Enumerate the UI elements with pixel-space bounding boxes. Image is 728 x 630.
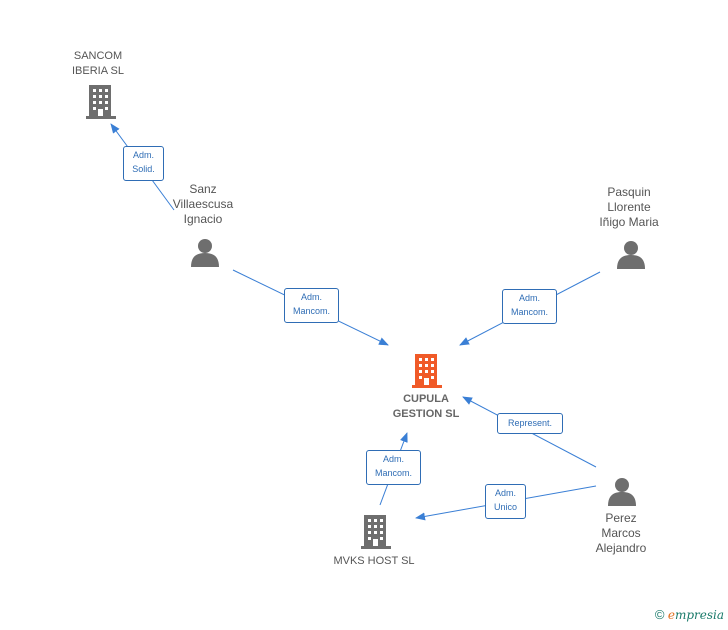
node-label-pasquin[interactable]: Pasquin Llorente Iñigo Maria xyxy=(599,185,659,229)
node-label-sanz[interactable]: Sanz Villaescusa Ignacio xyxy=(172,182,234,226)
copyright-icon: © xyxy=(654,607,665,622)
edge-label-perez-cupula: Represent. xyxy=(497,413,563,434)
node-label-mvks[interactable]: MVKS HOST SL xyxy=(333,555,415,567)
building-icon[interactable] xyxy=(361,515,391,549)
person-icon[interactable] xyxy=(608,478,636,506)
brand-logo-letter: e xyxy=(667,608,675,622)
person-icon[interactable] xyxy=(191,239,219,267)
building-icon[interactable] xyxy=(412,354,442,388)
brand-logo-text: mpresia xyxy=(674,608,724,622)
node-label-perez[interactable]: Perez Marcos Alejandro xyxy=(595,511,647,555)
node-label-sancom[interactable]: SANCOM IBERIA SL xyxy=(72,50,124,77)
edge-label-sanz-sancom: Adm. Solid. xyxy=(123,146,164,181)
brand-footer: © empresia xyxy=(655,607,724,622)
node-label-cupula[interactable]: CUPULA GESTION SL xyxy=(392,393,460,420)
edge-label-sanz-cupula: Adm. Mancom. xyxy=(284,288,339,323)
building-icon[interactable] xyxy=(86,85,116,119)
edge-label-perez-mvks: Adm. Unico xyxy=(485,484,526,519)
person-icon[interactable] xyxy=(617,241,645,269)
edge-label-mvks-cupula: Adm. Mancom. xyxy=(366,450,421,485)
edge-label-pasquin-cupula: Adm. Mancom. xyxy=(502,289,557,324)
